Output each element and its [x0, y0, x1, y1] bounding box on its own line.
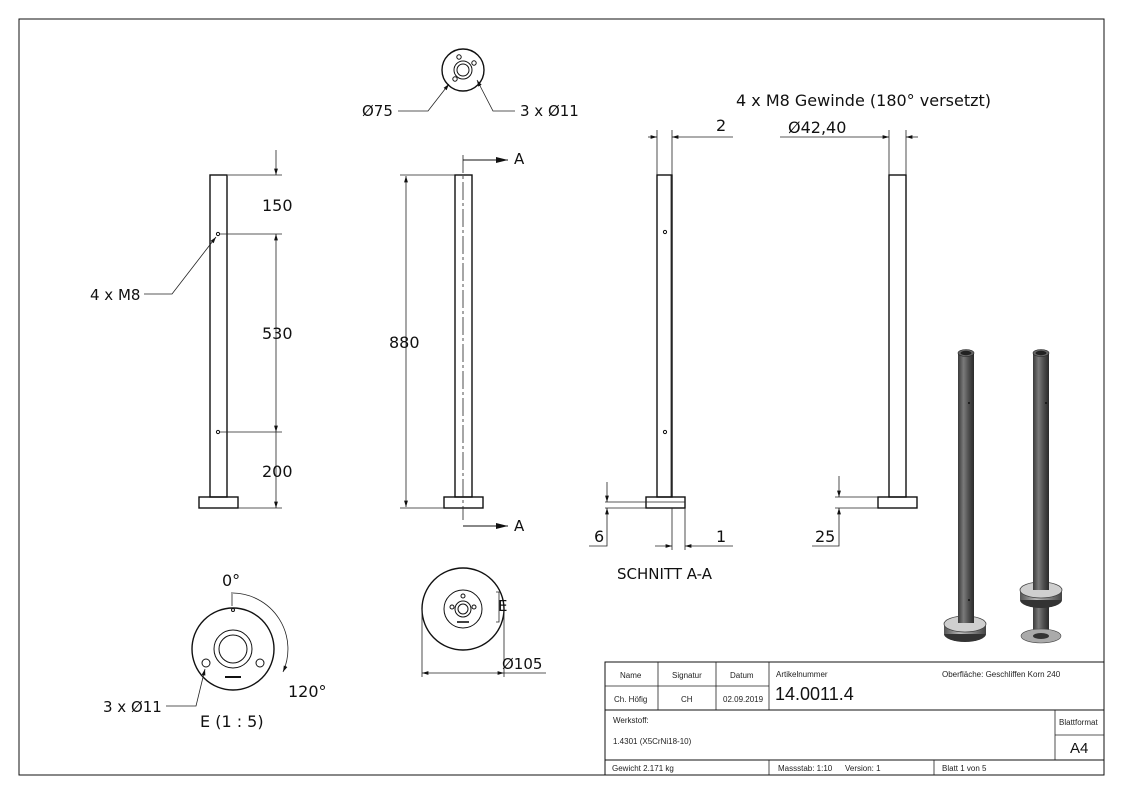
- m8-label: 4 x M8: [90, 286, 140, 304]
- section-title: SCHNITT A-A: [617, 565, 713, 583]
- dim-880: 880: [389, 333, 420, 352]
- tb-blattformat-value: A4: [1070, 740, 1088, 757]
- section-arrow-a-bottom: A: [514, 517, 525, 535]
- bottom-flange-view: [421, 567, 546, 677]
- tb-datum-value: 02.09.2019: [723, 695, 764, 704]
- angle-0: 0°: [222, 571, 240, 590]
- iso-render-2: [1019, 349, 1063, 644]
- holes-3x11-top-label: 3 x Ø11: [520, 102, 579, 120]
- tb-col-name: Name: [620, 671, 642, 680]
- dia-105: Ø105: [502, 655, 542, 673]
- section-a-a: [589, 130, 733, 550]
- holes-3x11-bottom-label: 3 x Ø11: [103, 698, 162, 716]
- thread-note: 4 x M8 Gewinde (180° versetzt): [736, 91, 991, 110]
- tb-col-datum: Datum: [730, 671, 754, 680]
- tb-werkstoff-label: Werkstoff:: [613, 716, 649, 725]
- tb-blattformat-label: Blattformat: [1059, 718, 1098, 727]
- dim-6: 6: [594, 527, 604, 546]
- dia-4240: Ø42,40: [788, 118, 846, 137]
- drawing-frame: [18, 18, 1105, 776]
- tb-massstab: Massstab: 1:10: [778, 764, 833, 773]
- dim-200: 200: [262, 462, 293, 481]
- tb-oberflaeche: Oberfläche: Geschliffen Korn 240: [942, 670, 1061, 679]
- tb-artikel-value: 14.0011.4: [775, 684, 854, 704]
- tb-werkstoff-value: 1.4301 (X5CrNi18-10): [613, 737, 692, 746]
- side-view: [780, 130, 918, 547]
- tb-name-value: Ch. Höfig: [614, 695, 647, 704]
- dim-530: 530: [262, 324, 293, 343]
- top-flange-view: [398, 48, 515, 112]
- tb-version: Version: 1: [845, 764, 881, 773]
- tb-gewicht: Gewicht 2.171 kg: [612, 764, 674, 773]
- iso-render-1: [943, 349, 987, 642]
- detail-e-view: [166, 592, 289, 707]
- tb-col-signatur: Signatur: [672, 671, 702, 680]
- dia75-label: Ø75: [362, 102, 393, 120]
- angle-120: 120°: [288, 682, 327, 701]
- tb-artikel-label: Artikelnummer: [776, 670, 828, 679]
- dim-1: 1: [716, 527, 726, 546]
- dim-150: 150: [262, 196, 293, 215]
- tb-blatt: Blatt 1 von 5: [942, 764, 987, 773]
- tb-signatur-value: CH: [681, 695, 693, 704]
- title-block: [604, 661, 1105, 776]
- front-view-1: [144, 150, 282, 509]
- detail-e-marker: E: [498, 597, 507, 615]
- dim-2: 2: [716, 116, 726, 135]
- detail-e-title: E (1 : 5): [200, 712, 264, 731]
- dim-25: 25: [815, 527, 835, 546]
- section-arrow-a-top: A: [514, 150, 525, 168]
- front-view-2: [400, 155, 508, 529]
